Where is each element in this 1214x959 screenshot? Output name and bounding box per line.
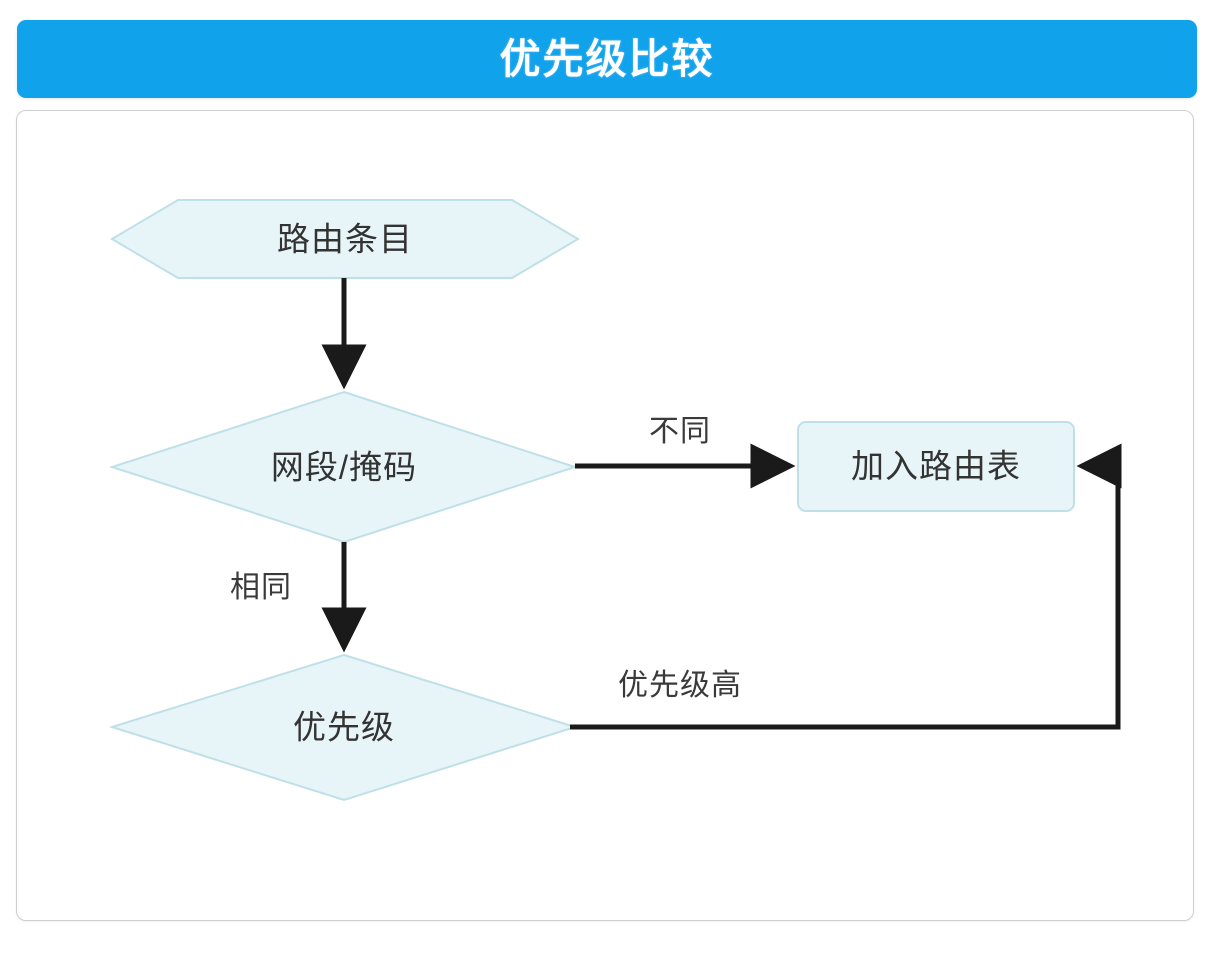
node-priority[interactable] bbox=[108, 653, 579, 802]
edge-label-same: 相同 bbox=[230, 571, 292, 604]
node-label-priority: 优先级 bbox=[293, 708, 395, 746]
node-label-route-entry: 路由条目 bbox=[277, 220, 413, 258]
page-title: 优先级比较 bbox=[499, 35, 715, 82]
edge-priority-higher bbox=[570, 443, 1122, 730]
edge-label-different: 不同 bbox=[649, 415, 711, 448]
edge-label-higher: 优先级高 bbox=[618, 669, 742, 702]
node-label-add-to-table: 加入路由表 bbox=[851, 447, 1021, 485]
node-route-entry[interactable] bbox=[110, 199, 580, 279]
node-add-to-table[interactable] bbox=[797, 421, 1075, 512]
node-label-subnet-mask: 网段/掩码 bbox=[270, 448, 418, 486]
page-title-banner: 优先级比较 bbox=[17, 20, 1197, 98]
